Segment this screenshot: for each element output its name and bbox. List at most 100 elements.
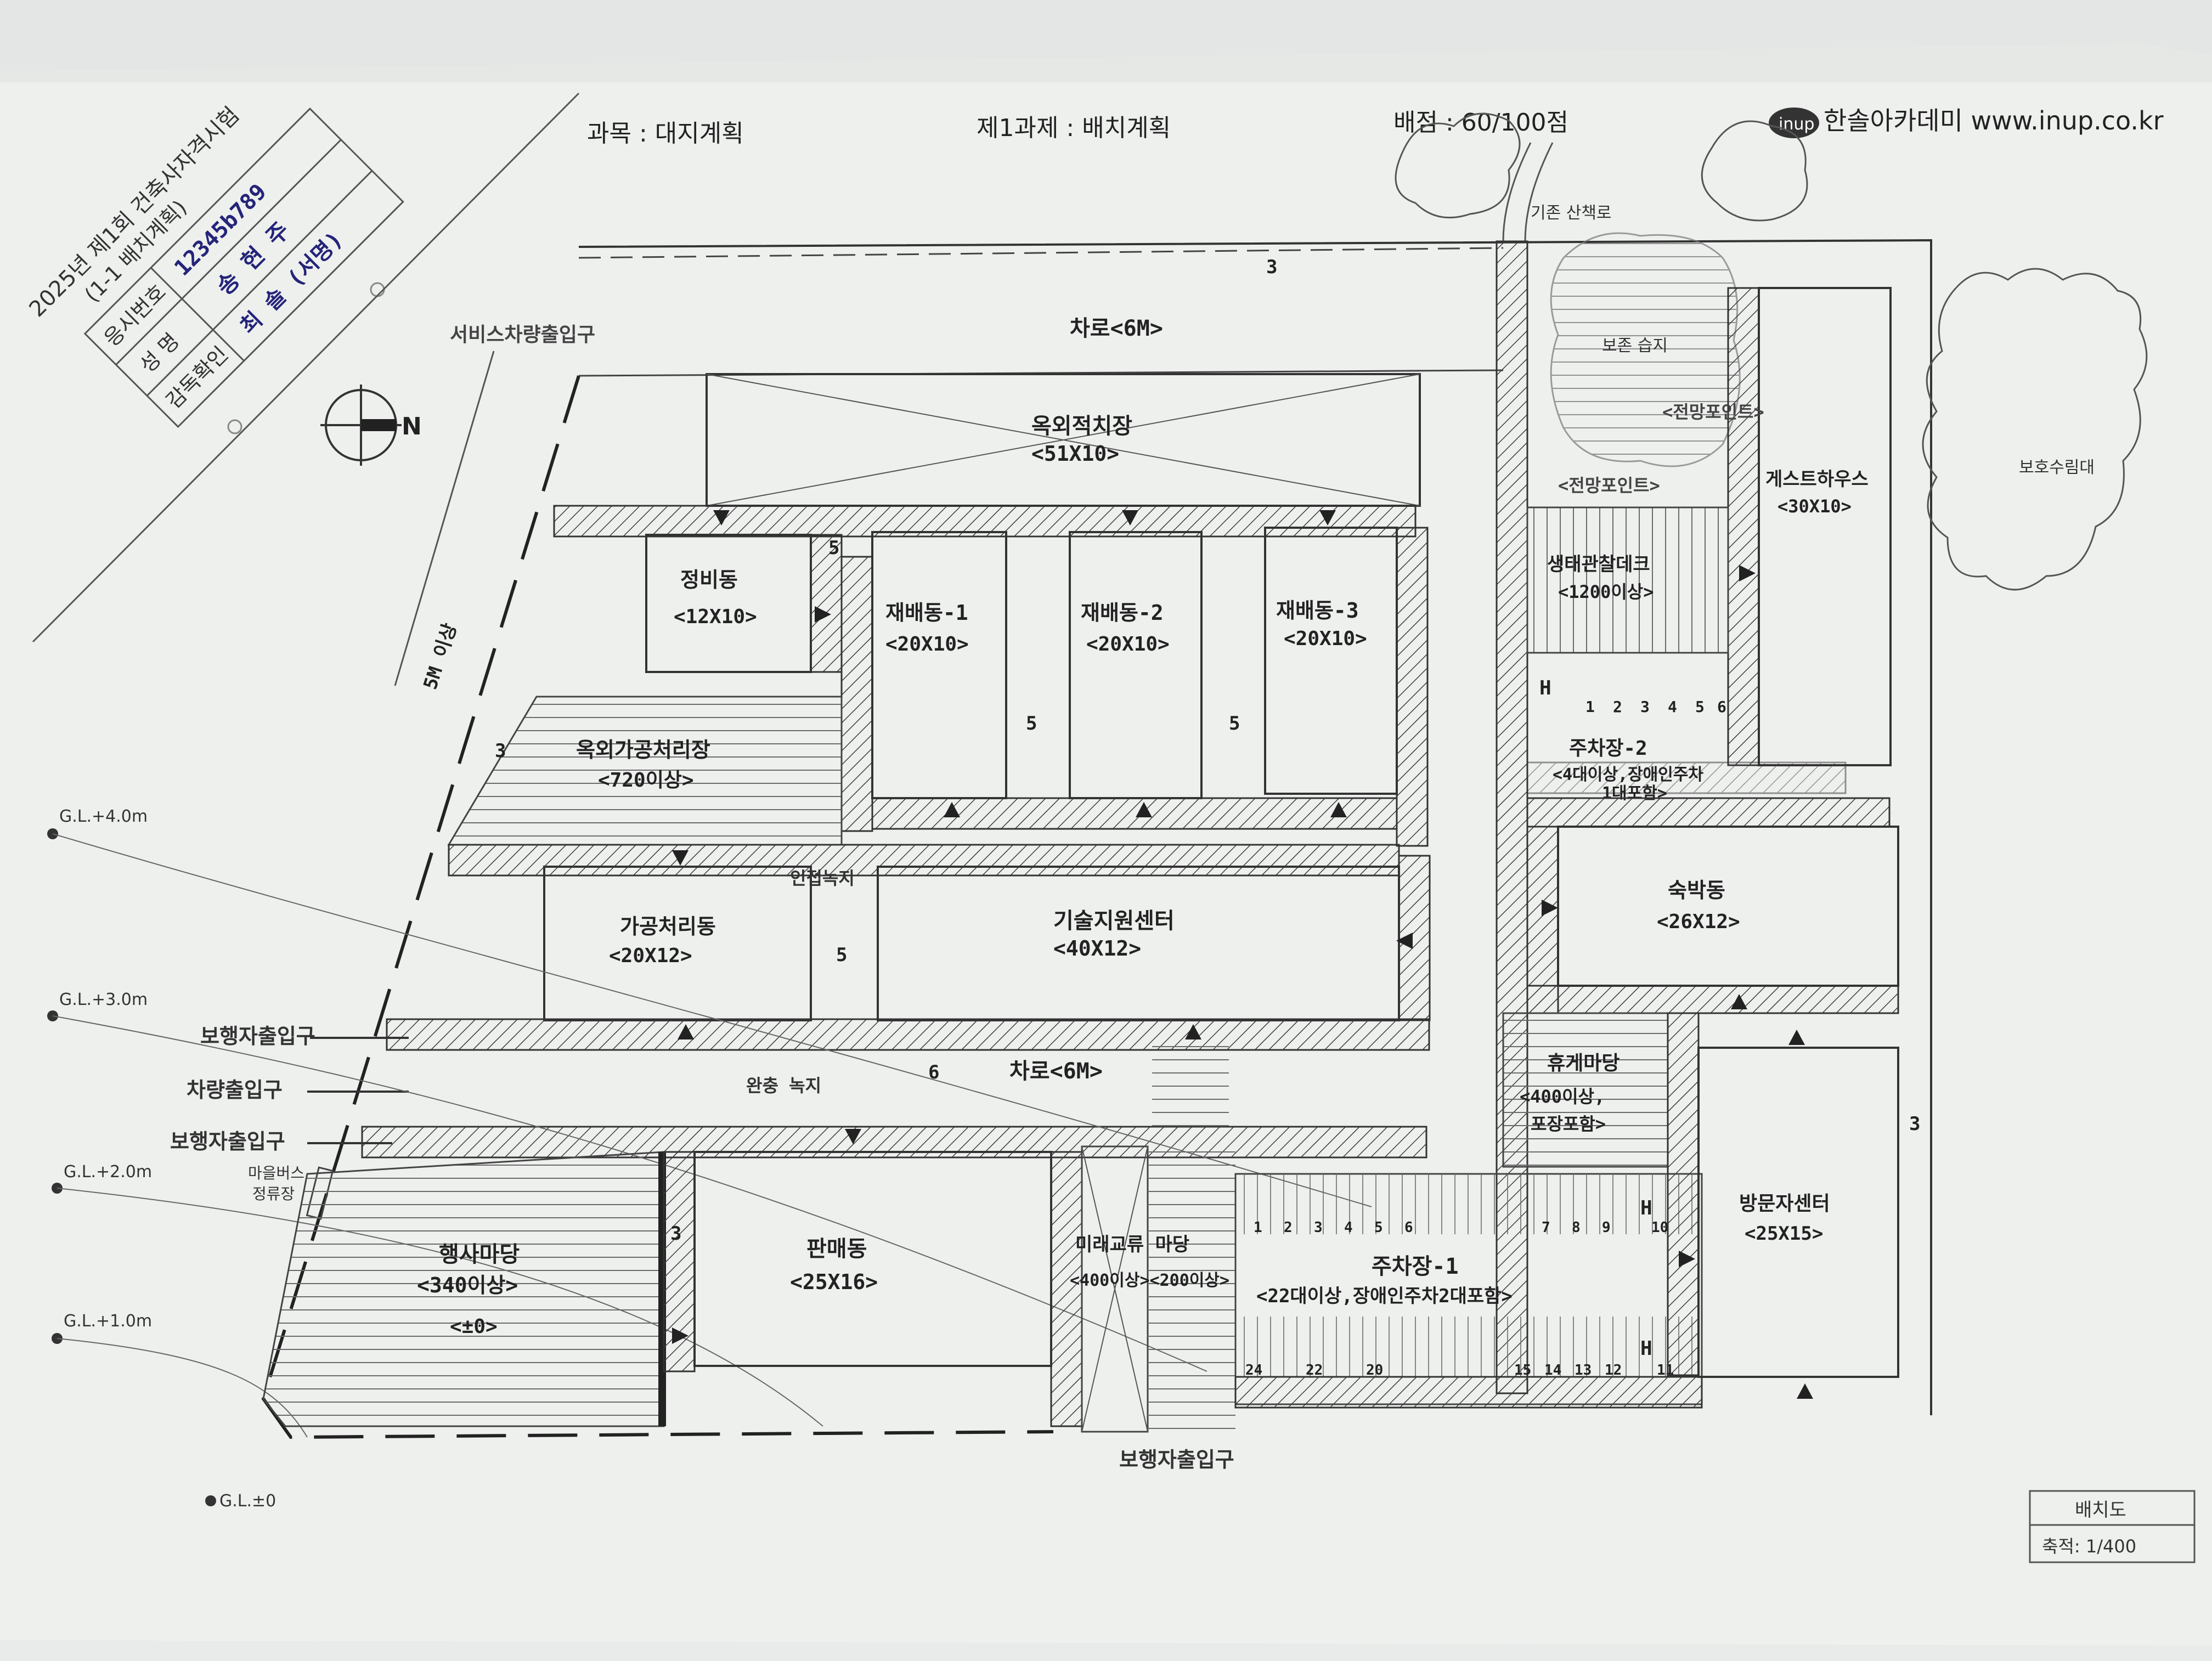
walkway-1c — [840, 556, 873, 832]
plant1-label: 재배동-1 — [885, 601, 968, 625]
stall-number: 9 — [1602, 1219, 1611, 1236]
entrance-markers — [672, 510, 1813, 1399]
dim-5a: 5 — [828, 537, 839, 559]
ecology-deck-size: <1200이상> — [1558, 581, 1654, 602]
plant3-size: <20X10> — [1284, 628, 1367, 650]
event-plaza-level: <±0> — [450, 1315, 498, 1338]
walkway-plant3 — [1396, 527, 1429, 847]
road-top-label: 차로<6M> — [1070, 316, 1163, 341]
top-road-edge — [578, 247, 1504, 259]
outdoor-processing-size: <720이상> — [598, 769, 694, 792]
road-middle-label: 차로<6M> — [1009, 1059, 1103, 1084]
stall-number: 13 — [1575, 1362, 1592, 1378]
plant1-size: <20X10> — [885, 633, 969, 656]
stall-number: 4 — [1668, 698, 1677, 716]
dim-3c: 3 — [1909, 1113, 1920, 1135]
entrance-marker-icon — [1731, 994, 1747, 1009]
entrance-marker-icon — [1185, 1024, 1201, 1039]
stall-number: 20 — [1366, 1362, 1383, 1378]
future-plaza-label: 미래교류 마당 — [1075, 1234, 1189, 1256]
existing-path-label: 기존 산책로 — [1531, 204, 1612, 223]
future-plaza-size: <400이상><200이상> — [1070, 1271, 1229, 1290]
parking-1-note: <22대이상,장애인주차2대포함> — [1256, 1285, 1513, 1307]
property-line-diag — [32, 92, 580, 643]
header-subject: 과목 : 대지계획 — [587, 120, 744, 148]
brand-logo: inup — [1769, 108, 1819, 138]
walkway-3 — [386, 1018, 1430, 1051]
existing-path — [1502, 142, 1554, 242]
level-2: G.L.+2.0m — [64, 1162, 152, 1182]
plant2-size: <20X10> — [1086, 633, 1170, 656]
lodging-walkway-south — [1526, 985, 1899, 1014]
stall-number: 6 — [1717, 698, 1726, 716]
guesthouse-label: 게스트하우스 — [1765, 468, 1869, 490]
processing-label: 가공처리동 — [620, 914, 716, 939]
dim-top-3: 3 — [1266, 256, 1277, 278]
parking-2-label: 주차장-2 — [1569, 737, 1647, 760]
dim-3b: 3 — [670, 1223, 681, 1245]
sales-label: 판매동 — [806, 1236, 867, 1262]
pedestrian-bottom-label: 보행자출입구 — [1119, 1448, 1234, 1472]
walkway-2 — [448, 844, 1400, 877]
stall-number: 10 — [1651, 1219, 1668, 1236]
header-brand: 한솔아카데미 www.inup.co.kr — [1824, 106, 2164, 135]
future-plaza-lines — [1148, 1146, 1235, 1432]
contour-lines — [52, 833, 1372, 1438]
level-3: G.L.+3.0m — [59, 990, 148, 1009]
title-block-scale: 축적: 1/400 — [2042, 1536, 2136, 1557]
entrance-marker-icon — [1330, 802, 1347, 817]
forest — [1922, 268, 2148, 591]
stall-number: 1 — [1585, 698, 1595, 716]
service-entrance-label: 서비스차량출입구 — [450, 324, 595, 346]
desk-shadow — [0, 0, 2212, 82]
tree-canopy — [1701, 120, 1808, 222]
stall-number: 8 — [1572, 1219, 1581, 1236]
visitor-center-size: <25X15> — [1745, 1223, 1823, 1245]
dim-5d: 5 — [836, 944, 847, 966]
stall-number: 1 — [1254, 1219, 1262, 1236]
stall-number: 7 — [1542, 1219, 1550, 1236]
rest-yard-label: 휴게마당 — [1547, 1052, 1620, 1075]
stall-number: 3 — [1640, 698, 1650, 716]
north-label: N — [402, 413, 422, 440]
walkway-plants — [871, 797, 1398, 830]
entrance-marker-icon — [944, 802, 960, 817]
tree-canopy — [1395, 112, 1521, 219]
visitor-center-building — [1697, 1047, 1899, 1378]
entrance-marker-icon — [672, 1327, 689, 1344]
dim-5c: 5 — [1229, 713, 1240, 735]
tech-center-label: 기술지원센터 — [1053, 908, 1175, 934]
entrance-marker-icon — [1797, 1383, 1813, 1399]
outdoor-storage-label: 옥외적치장 — [1031, 414, 1132, 439]
level-1: G.L.+1.0m — [64, 1312, 152, 1331]
outdoor-storage-size: <51X10> — [1031, 442, 1119, 466]
viewing-point-2: <전망포인트> — [1558, 475, 1660, 496]
stall-number: 22 — [1306, 1362, 1323, 1378]
header-score: 배점 : 60/100점 — [1393, 109, 1568, 137]
accessible-stall-mark: H — [1640, 1197, 1652, 1219]
vehicle-entrance-label: 차량출입구 — [187, 1078, 283, 1102]
stall-number: 2 — [1613, 698, 1622, 716]
rest-yard-size: <400이상, — [1520, 1086, 1605, 1107]
entrance-marker-icon — [1136, 802, 1152, 817]
plant3-label: 재배동-3 — [1276, 598, 1359, 623]
parking-1-stalls-bottom — [1235, 1317, 1702, 1377]
entrance-marker-icon — [678, 1024, 694, 1039]
entrance-marker-icon — [1319, 510, 1336, 526]
guesthouse-walkway — [1727, 287, 1760, 766]
lodging-size: <26X12> — [1657, 911, 1740, 933]
maintenance-size: <12X10> — [674, 606, 757, 628]
entrance-marker-icon — [1788, 1030, 1805, 1045]
logo-mark-icon — [1769, 108, 1819, 138]
ecology-deck — [1526, 506, 1729, 654]
stall-number: 3 — [1314, 1219, 1323, 1236]
entrance-marker-icon — [1542, 900, 1558, 916]
buffer-green-2: 완충 녹지 — [746, 1075, 821, 1096]
dim-3a: 3 — [495, 740, 506, 762]
viewing-point-1: <전망포인트> — [1662, 402, 1764, 422]
stall-number: 12 — [1605, 1362, 1622, 1378]
maintenance-label: 정비동 — [680, 568, 738, 592]
wetland — [1550, 232, 1741, 467]
title-block — [2029, 1490, 2196, 1563]
